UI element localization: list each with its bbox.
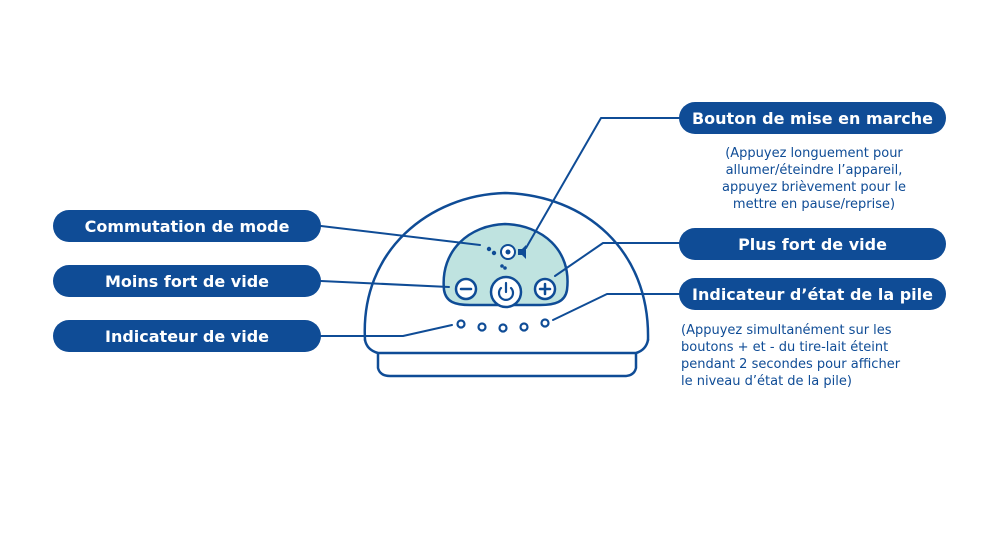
power-icon bbox=[497, 281, 515, 301]
leader-mode-switch bbox=[320, 225, 481, 246]
leader-vacuum-indicator bbox=[320, 324, 453, 337]
note-line: boutons + et - du tire-lait éteint bbox=[681, 340, 889, 355]
note-line: appuyez brièvement pour le bbox=[722, 180, 906, 195]
label-more-vacuum: Plus fort de vide bbox=[679, 228, 946, 260]
droplet-icon bbox=[486, 246, 507, 270]
note-line: le niveau d’état de la pile) bbox=[681, 374, 852, 389]
device-body bbox=[363, 191, 650, 342]
label-less-vacuum: Moins fort de vide bbox=[53, 265, 321, 297]
speaker-icon bbox=[518, 245, 526, 259]
label-vacuum-indicator: Indicateur de vide bbox=[53, 320, 321, 352]
plus-icon bbox=[538, 282, 552, 296]
leader-more-vacuum bbox=[554, 242, 680, 277]
leader-power-button bbox=[525, 117, 680, 249]
leader-less-vacuum bbox=[320, 280, 450, 288]
note-line: (Appuyez simultanément sur les bbox=[681, 323, 892, 338]
note-line: mettre en pause/reprise) bbox=[732, 197, 896, 212]
label-power-button: Bouton de mise en marche bbox=[679, 102, 946, 134]
note-power-button: (Appuyez longuement pour allumer/éteindr… bbox=[683, 145, 945, 213]
note-line: (Appuyez longuement pour bbox=[725, 146, 903, 161]
note-line: allumer/éteindre l’appareil, bbox=[725, 163, 903, 178]
vacuum-indicator-dots bbox=[456, 318, 550, 333]
device-base-plate bbox=[376, 352, 638, 378]
label-battery-indicator: Indicateur d’état de la pile bbox=[679, 278, 946, 310]
note-battery-indicator: (Appuyez simultanément sur les boutons +… bbox=[681, 322, 956, 390]
power-button[interactable] bbox=[489, 275, 523, 309]
plus-button[interactable] bbox=[533, 277, 557, 301]
mode-icon bbox=[505, 249, 511, 255]
mode-switch-button[interactable] bbox=[500, 244, 516, 260]
leader-battery-indicator bbox=[552, 293, 680, 321]
device-base-band bbox=[363, 338, 650, 355]
minus-button[interactable] bbox=[454, 277, 478, 301]
label-mode-switch: Commutation de mode bbox=[53, 210, 321, 242]
note-line: pendant 2 secondes pour afficher bbox=[681, 357, 901, 372]
